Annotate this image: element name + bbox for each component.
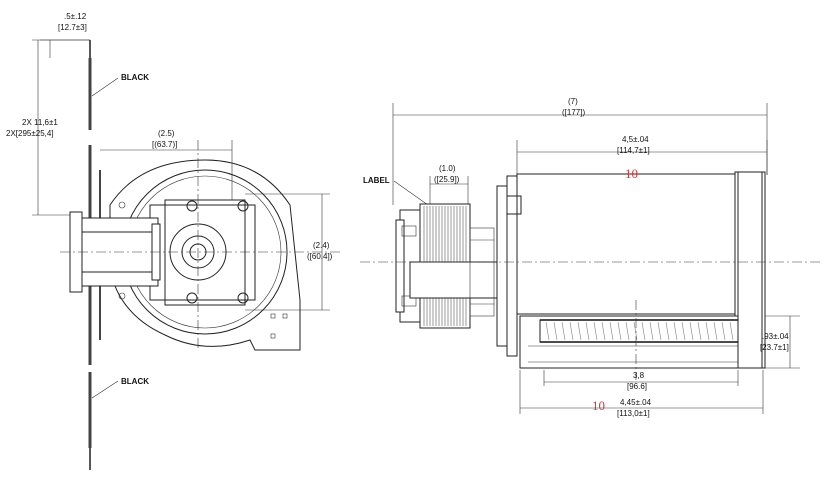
housing-length-in: 4,5±.04 (622, 135, 649, 144)
impeller-vane (721, 321, 726, 341)
motor-width-dimension: (1.0) ([25.9]) (429, 164, 469, 205)
wire-bottom-label: BLACK (121, 377, 149, 386)
wire-offset-in: .5±.12 (64, 12, 87, 21)
hub-height-in: (2.4) (313, 241, 330, 250)
motor-side-view (360, 171, 820, 380)
impeller-vane (553, 321, 558, 341)
impeller-vane (593, 321, 598, 341)
impeller-vane (705, 321, 710, 341)
impeller-vane (609, 321, 614, 341)
impeller-vane (545, 321, 550, 341)
overall-length-in: (7) (568, 97, 578, 106)
impeller-vane (633, 321, 638, 341)
wire-length-in: 2X 11,6±1 (22, 118, 58, 127)
impeller-vane (657, 321, 662, 341)
impeller-vane (561, 321, 566, 341)
impeller-vane (569, 321, 574, 341)
hub-offset-dimension: (2.5) [(63.7)] (100, 129, 233, 200)
impeller-vane (697, 321, 702, 341)
wire-length-dimension: 2X 11,6±1 2X[295±25,4] (6, 39, 90, 216)
impeller-vane (649, 321, 654, 341)
wire-bottom: BLACK (88, 372, 149, 470)
outlet-height-in: .93±.04 (762, 332, 789, 341)
inner-width-in: 3,8 (633, 371, 645, 380)
hub-offset-mm: [(63.7)] (152, 140, 177, 149)
impeller-vane (729, 321, 734, 341)
wire-offset-mm: [12.7±3] (58, 23, 87, 32)
wire-top-label: BLACK (121, 73, 149, 82)
label-callout: LABEL (363, 176, 429, 206)
impeller-vane (617, 321, 622, 341)
motor-width-in: (1.0) (439, 164, 456, 173)
hub-height-dimension: (2.4) ([60.4]) (245, 193, 333, 311)
housing-length-dimension: 4,5±.04 [114,7±1] (516, 135, 768, 175)
wire-top: BLACK (88, 40, 149, 130)
impeller-vane (689, 321, 694, 341)
impeller-vane (625, 321, 630, 341)
impeller-vane (641, 321, 646, 341)
motor-width-mm: ([25.9]) (434, 175, 460, 184)
impeller-vane (601, 321, 606, 341)
inner-width-dimension: 3,8 [96.6] (543, 370, 739, 391)
housing-length-mm: [114,7±1] (617, 146, 650, 155)
impeller-vane (665, 321, 670, 341)
outlet-height-dimension: .93±.04 [23.7±1] (760, 315, 800, 369)
overall-length-dimension: (7) ([177]) (392, 97, 768, 205)
outer-width-dimension: 4,45±.04 [113,0±1] (519, 370, 764, 418)
impeller-vane (681, 321, 686, 341)
wire-length-mm: 2X[295±25,4] (6, 129, 54, 138)
outlet-height-mm: [23.7±1] (760, 343, 789, 352)
impeller-vane (713, 321, 718, 341)
wire-offset-dimension: .5±.12 [12.7±3] (40, 12, 91, 58)
outer-width-in: 4,45±.04 (620, 398, 652, 407)
outer-width-mm: [113,0±1] (617, 409, 650, 418)
impeller-vane (577, 321, 582, 341)
inner-width-mm: [96.6] (627, 382, 647, 391)
overall-length-mm: ([177]) (562, 108, 585, 117)
hub-offset-in: (2.5) (158, 129, 175, 138)
watermark-top: 10 (625, 166, 638, 181)
watermark-bottom: 10 (592, 398, 605, 413)
impeller-vane (585, 321, 590, 341)
hub-height-mm: ([60.4]) (307, 252, 333, 261)
impeller-vane (673, 321, 678, 341)
motor-front-view (60, 140, 340, 351)
label-callout-text: LABEL (363, 176, 390, 185)
